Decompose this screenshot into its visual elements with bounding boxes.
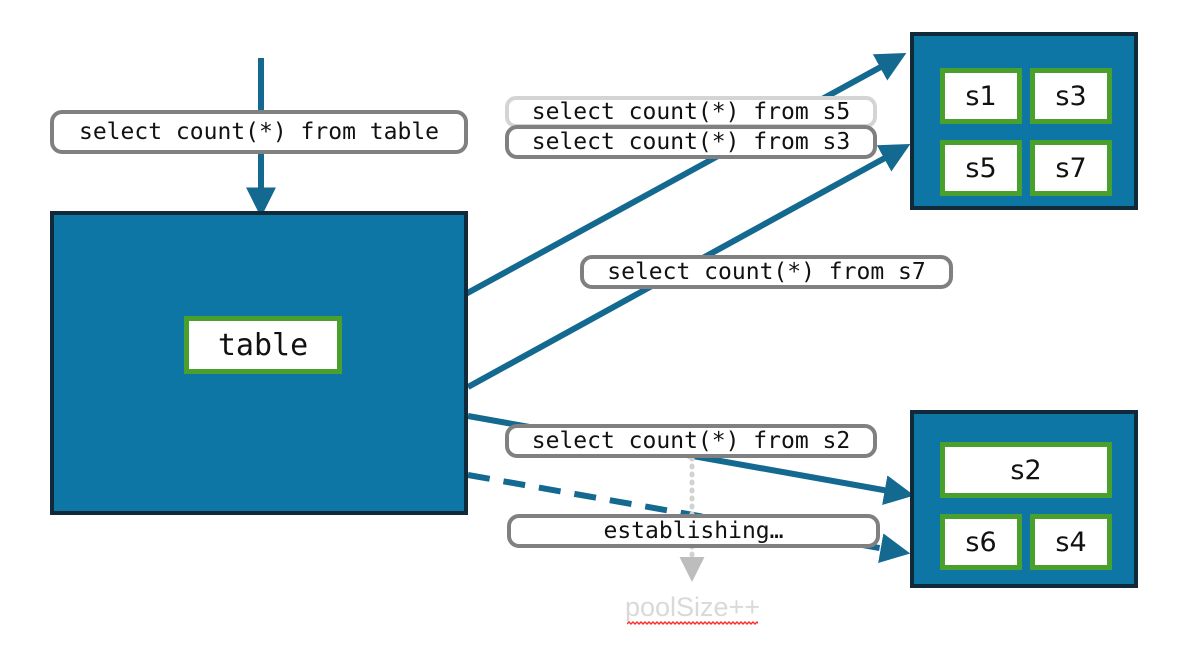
session-pool-bottom: s2 s6 s4 (910, 410, 1138, 588)
session-node-s1[interactable]: s1 (940, 68, 1022, 124)
session-pool-top: s1 s3 s5 s7 (910, 32, 1138, 210)
session-node-s2[interactable]: s2 (940, 442, 1112, 498)
annotation-poolsize-text: poolSize++ (625, 592, 761, 622)
session-node-s4[interactable]: s4 (1030, 514, 1112, 570)
annotation-poolsize-increment: poolSize++ (625, 592, 761, 625)
session-node-s5[interactable]: s5 (940, 140, 1022, 196)
session-node-s3[interactable]: s3 (1030, 68, 1112, 124)
session-node-s7[interactable]: s7 (1030, 140, 1112, 196)
database-container: table (50, 211, 468, 515)
session-node-s6[interactable]: s6 (940, 514, 1022, 570)
spellcheck-underline (627, 621, 759, 625)
query-label-s3[interactable]: select count(*) from s3 (505, 125, 877, 159)
status-label-establishing[interactable]: establishing… (507, 514, 880, 548)
query-label-table[interactable]: select count(*) from table (50, 110, 468, 154)
query-label-s5[interactable]: select count(*) from s5 (505, 96, 877, 128)
table-node[interactable]: table (184, 316, 342, 374)
query-label-s2[interactable]: select count(*) from s2 (505, 424, 877, 458)
query-label-s7[interactable]: select count(*) from s7 (580, 255, 953, 289)
